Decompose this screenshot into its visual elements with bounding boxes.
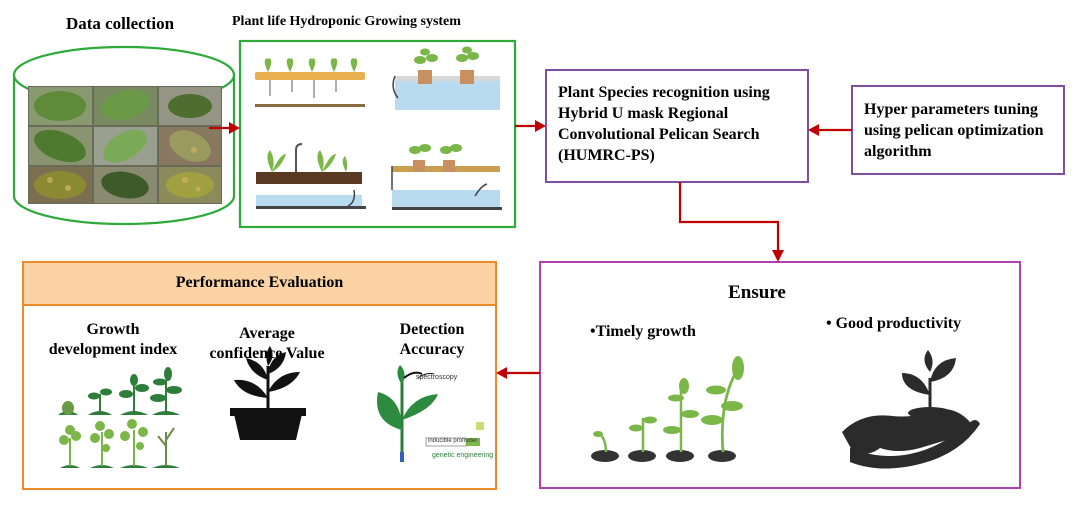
recognition-box — [545, 69, 809, 183]
leaf-thumb — [34, 91, 86, 121]
detection-accuracy-label: Detection Accuracy — [372, 320, 492, 360]
confidence-value-label: Average confidence Value — [192, 324, 342, 364]
arrow-recognition-to-ensure — [678, 182, 780, 250]
potted-plant-illustration — [230, 346, 306, 440]
inset-genetic: genetic engineering — [432, 452, 494, 459]
detection-accuracy-line2: Accuracy — [399, 341, 465, 358]
performance-header-band — [22, 261, 497, 306]
hydroponic-nft-illustration — [391, 144, 502, 210]
hydroponic-title: Plant life Hydroponic Growing system — [232, 14, 461, 29]
good-productivity-label: • Good productivity — [826, 315, 962, 332]
inset-promoter: inducible promoter — [428, 438, 478, 444]
confidence-value-line1: Average — [239, 325, 295, 342]
hydroponic-bed-illustration — [256, 143, 366, 209]
leaf-image-grid — [28, 86, 222, 204]
inset-spectroscopy: spectroscopy — [416, 374, 458, 381]
timely-growth-label: •Timely growth — [590, 323, 696, 340]
hyper-parameter-text: Hyper parameters tuning using pelican op… — [864, 101, 1044, 160]
hydroponic-tank-illustration — [392, 46, 500, 110]
good-productivity-illustration — [842, 350, 980, 469]
growth-index-line1: Growth — [86, 321, 140, 338]
detection-accuracy-line1: Detection — [399, 321, 465, 338]
hydroponic-pipe-illustration — [255, 58, 365, 107]
detection-accuracy-illustration — [377, 365, 484, 462]
data-collection-title: Data collection — [65, 14, 175, 33]
growth-index-label: Growth development index — [28, 320, 198, 360]
performance-title: Performance Evaluation — [175, 274, 344, 291]
growth-index-line2: development index — [48, 341, 178, 358]
flow-arrows — [209, 124, 852, 375]
hyper-parameter-box — [851, 85, 1065, 175]
ensure-title: Ensure — [728, 282, 786, 303]
timely-growth-illustration — [591, 356, 744, 462]
confidence-value-line2: confidence Value — [209, 345, 325, 362]
recognition-text: Plant Species recognition using Hybrid U… — [558, 84, 770, 164]
growth-stages-illustration — [58, 367, 182, 468]
